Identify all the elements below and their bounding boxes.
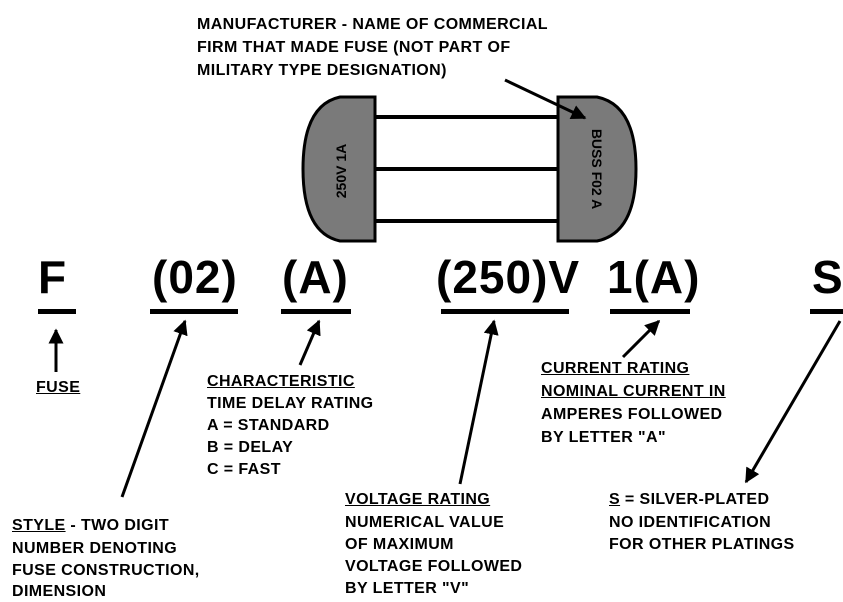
fuse-label: FUSE (36, 379, 81, 396)
voltage-rating-title: VOLTAGE RATING (345, 491, 491, 508)
style-arrow (120, 319, 188, 498)
designation-rule (281, 309, 351, 314)
current-rating-line: AMPERES FOLLOWED (541, 406, 723, 423)
designation-plating-code: S (812, 251, 843, 303)
fuse-right-cap (556, 95, 638, 243)
style-line-1-rest: - TWO DIGIT (65, 517, 170, 534)
style-line: DIMENSION (12, 583, 107, 600)
plating-line: NO IDENTIFICATION (609, 514, 772, 531)
designation-fuse-letter: F (38, 251, 68, 303)
designation-characteristic-code: (A) (282, 251, 349, 303)
style-title: STYLE (12, 517, 66, 534)
fuse-body (301, 95, 638, 243)
voltage-rating-line: VOLTAGE FOLLOWED (345, 558, 523, 575)
designation-current-code: 1(A) (607, 251, 701, 303)
designation-rule (150, 309, 238, 314)
designation-rule (441, 309, 569, 314)
plating-line: FOR OTHER PLATINGS (609, 536, 795, 553)
designation-rule (810, 309, 843, 314)
plating-arrow (744, 320, 842, 484)
current-rating-line: BY LETTER "A" (541, 429, 666, 446)
manufacturer-arrow (504, 78, 587, 120)
style-line-1: STYLE - TWO DIGIT (12, 516, 169, 536)
voltage-arrow (458, 319, 499, 485)
voltage-rating-line: NUMERICAL VALUE (345, 514, 505, 531)
characteristic-line: A = STANDARD (207, 417, 330, 434)
characteristic-line: C = FAST (207, 461, 281, 478)
manufacturer-line-3: MILITARY TYPE DESIGNATION) (197, 62, 447, 79)
plating-line-1: S = SILVER-PLATED (609, 490, 769, 510)
manufacturer-line-1: MANUFACTURER - NAME OF COMMERCIAL (197, 16, 548, 33)
plating-title: S (609, 491, 621, 508)
plating-line-1-rest: = SILVER-PLATED (620, 491, 770, 508)
current-arrow (621, 319, 661, 359)
designation-rule (38, 309, 76, 314)
current-rating-title: CURRENT RATING (541, 360, 690, 377)
manufacturer-line-2: FIRM THAT MADE FUSE (NOT PART OF (197, 39, 511, 56)
designation-style-code: (02) (152, 251, 238, 303)
characteristic-arrow (298, 319, 321, 366)
right-cap-text: BUSS F02 A (589, 129, 605, 209)
voltage-rating-line: OF MAXIMUM (345, 536, 454, 553)
fuse-left-cap (301, 95, 377, 243)
characteristic-title: CHARACTERISTIC (207, 373, 355, 390)
left-cap-text: 250V 1A (333, 144, 349, 198)
style-line: FUSE CONSTRUCTION, (12, 562, 200, 579)
style-line: NUMBER DENOTING (12, 540, 178, 557)
designation-voltage-code: (250)V (436, 251, 581, 303)
voltage-rating-line: BY LETTER "V" (345, 580, 470, 597)
designation-rule (610, 309, 690, 314)
characteristic-line: TIME DELAY RATING (207, 395, 374, 412)
characteristic-line: B = DELAY (207, 439, 294, 456)
current-rating-line: NOMINAL CURRENT IN (541, 383, 726, 400)
